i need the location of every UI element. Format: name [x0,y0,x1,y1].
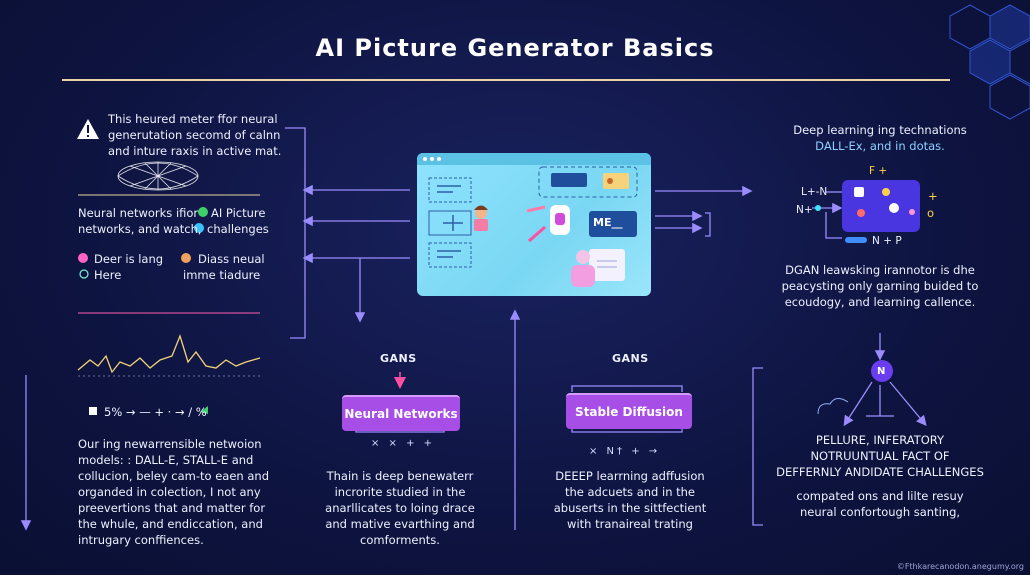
window-titlebar [417,153,651,165]
neural-networks-pill: Neural Networks [342,395,460,431]
left-body-2: models: : DALL-E, STALL-E and [78,453,254,467]
hex-pattern-decoration [949,4,1030,120]
right-icon-label-f: F + [869,165,888,177]
right-caps-1: PELLURE, INFERATORY [815,433,945,447]
right-bottom-2: neural confortough santing, [799,505,961,519]
right-mid-1: DGAN leawsking irannotor is dhe [785,263,975,277]
right-top-2: DALL-Ex, and in dotas. [815,139,945,153]
mid-right-marks: × N† + → [589,446,661,457]
left-row2-right-2: imme tiadure [183,268,261,282]
mid-left-body-3: anarllicates to loing drace [325,501,475,515]
left-row2-line-1: Deer is lang [94,252,164,266]
mid-right-body-2: the adcuets and in the [564,485,696,499]
left-body-4: organded in colection, I not any [78,485,261,499]
left-row1-line-1: Neural networks ifior [78,206,199,220]
mid-left-body-5: comforments. [360,533,440,547]
left-body-1: Our ing newarrensible netwoion [78,437,262,451]
mid-left-body-2: incrorite studied in the [334,485,466,499]
window-label: ME__ [593,216,623,229]
mid-left-body-1: Thain is deep benewaterr [326,469,474,483]
right-caps-2: NOTRUUNTUAL FACT OF [810,449,950,463]
left-body-5: preevertions that and matter for [78,501,266,515]
right-icon-label-np: N + P [872,235,902,247]
mid-right-body-3: abuserts in the sittfectient [553,501,707,515]
right-icon-label-ln: L+-N [801,186,828,198]
left-row2-right-1: Diass neual [198,252,265,266]
right-caps-3: DEFFERNLY ANDIDATE CHALLENGES [776,465,984,479]
left-body-6: the whule, and endiccation, and [78,517,263,531]
left-stats: 5% → — + · → / % [104,405,207,419]
left-row2-line-2: Here [94,268,122,282]
right-mid-3: ecoudogy, and learning callence. [784,295,976,309]
stable-diffusion-pill: Stable Diffusion [566,393,692,429]
node-label: N [877,366,886,377]
ring-icon: o [927,206,935,220]
mid-left-marks: × × + + [371,438,436,449]
right-bottom-1: compated ons and lilte resuy [796,489,964,503]
left-row1-right-1: AI Picture [211,206,266,220]
mid-right-body-1: DEEEP learrning adffusion [555,469,705,483]
left-row1-right-2: challenges [207,222,269,236]
mid-left-body-4: and mative evarthing and [325,517,475,531]
sparkle-icon: + [928,189,938,203]
title-divider [62,79,950,81]
left-intro-line-1: This heured meter ffor neural [108,112,278,126]
generator-window-illustration: ME__ [417,153,651,296]
page-title: AI Picture Generator Basics [315,34,715,62]
left-intro-line-3: and inture raxis in active mat. [108,144,282,158]
mid-left-heading: GANS [380,352,417,365]
window-content-graphics [428,166,638,287]
mid-right-body-4: with tranaireal trating [567,517,693,531]
right-top-1: Deep learning ing technations [793,123,967,137]
mid-right-heading: GANS [612,352,649,365]
left-body-3: collucion, beley cam-to eaen and [78,469,269,483]
left-body-7: intrugary conffiences. [78,533,204,547]
left-intro-line-2: generutation secomd of calnn [108,128,281,142]
warning-icon [77,119,99,139]
footer-credit: ©Fthkarecanodon.anegumy.org [896,562,1024,571]
right-icon-label-n: N+ [796,204,813,216]
left-row1-line-2: networks, and watch, [78,222,202,236]
right-mid-2: peacysting only garning buided to [781,279,979,293]
